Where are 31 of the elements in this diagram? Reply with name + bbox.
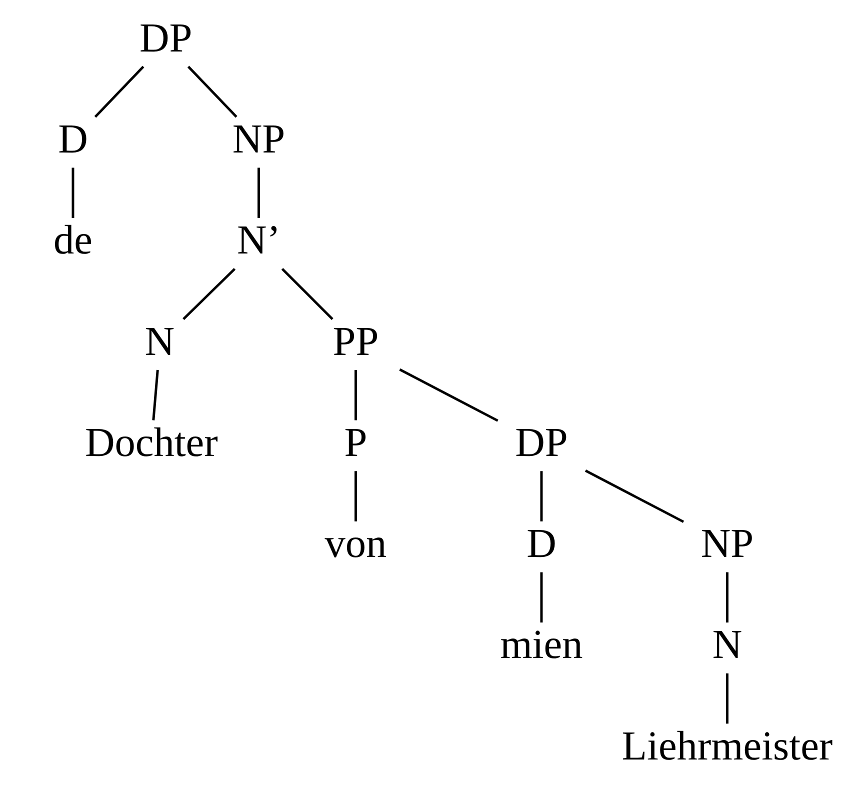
connector	[399, 368, 498, 422]
node-text: NP	[700, 520, 754, 566]
node-text: D	[58, 115, 88, 162]
connector	[354, 471, 357, 522]
node-text: N	[712, 621, 742, 668]
node-text: N’	[236, 216, 281, 263]
node-text: Dochter	[84, 418, 218, 465]
node-text: D	[526, 520, 556, 566]
connector	[152, 370, 159, 420]
connector	[726, 572, 728, 622]
connector	[94, 66, 144, 118]
connector	[540, 471, 543, 522]
node-text: mien	[500, 621, 583, 668]
node-text: P	[344, 418, 368, 465]
connector	[354, 370, 357, 420]
node-text: DP	[515, 418, 568, 465]
node-text: N	[144, 318, 175, 364]
connector	[72, 168, 74, 218]
node-text: Liehrmeister	[622, 722, 833, 768]
connector	[540, 572, 543, 622]
node-text: DP	[139, 14, 192, 60]
node-text: de	[54, 216, 92, 263]
connector	[182, 268, 236, 320]
node-text: PP	[332, 318, 379, 364]
node-text: NP	[232, 115, 286, 162]
connector	[584, 470, 684, 523]
connector	[258, 168, 260, 218]
connector	[187, 66, 238, 118]
connector	[281, 268, 334, 320]
connector	[726, 673, 728, 724]
node-text: von	[324, 520, 387, 566]
